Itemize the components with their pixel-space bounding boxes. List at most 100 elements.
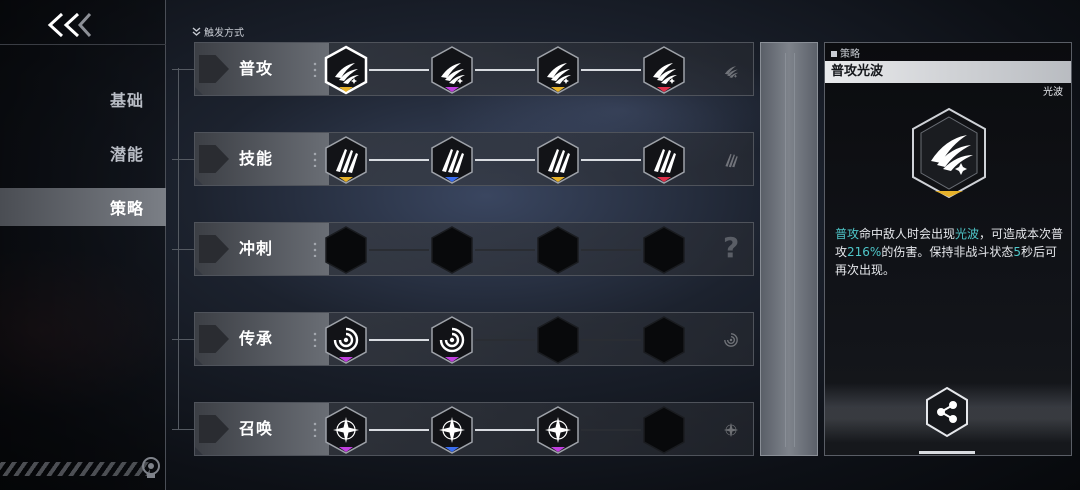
strategy-node[interactable] bbox=[427, 315, 477, 365]
hatch-decoration bbox=[0, 462, 150, 476]
node-connector bbox=[369, 159, 429, 161]
node-connector bbox=[369, 339, 429, 341]
strategy-node[interactable] bbox=[321, 315, 371, 365]
rarity-bar bbox=[339, 447, 353, 452]
light-wave-icon bbox=[717, 56, 745, 84]
section-title: 触发方式 bbox=[204, 28, 244, 39]
strategy-node[interactable] bbox=[533, 45, 583, 95]
panel-title-bar: 普攻光波 bbox=[825, 61, 1071, 83]
chevron-right-icon bbox=[199, 55, 229, 83]
strategy-node[interactable] bbox=[427, 135, 477, 185]
share-icon bbox=[937, 401, 957, 423]
share-button[interactable] bbox=[923, 386, 971, 438]
chevron-right-icon bbox=[199, 235, 229, 263]
double-chevron-down-icon bbox=[192, 27, 201, 36]
rarity-bar bbox=[445, 357, 459, 362]
node-connector bbox=[581, 429, 641, 431]
nav-item-potential[interactable]: 潜能 bbox=[109, 145, 144, 164]
light-wave-icon bbox=[441, 63, 465, 84]
strategy-node[interactable] bbox=[427, 45, 477, 95]
row-label: 普攻 bbox=[239, 59, 274, 78]
claw-slash-icon bbox=[654, 149, 676, 173]
strategy-node-empty[interactable] bbox=[533, 315, 583, 365]
highlight-text: 光波 bbox=[955, 227, 980, 241]
claw-slash-icon bbox=[336, 149, 358, 173]
tree-tick bbox=[172, 429, 194, 430]
highlight-text: 5 bbox=[1013, 245, 1021, 259]
light-wave-icon bbox=[547, 63, 571, 84]
row-label-block[interactable]: 普攻 bbox=[195, 43, 329, 95]
strategy-node[interactable] bbox=[639, 135, 689, 185]
chevron-right-icon bbox=[199, 145, 229, 173]
rarity-bar bbox=[445, 87, 459, 92]
highlight-text: 普攻 bbox=[835, 227, 860, 241]
row-dots bbox=[313, 61, 317, 77]
strategy-node-empty[interactable] bbox=[639, 315, 689, 365]
sparkle-icon bbox=[545, 417, 571, 443]
strategy-node-empty[interactable] bbox=[533, 225, 583, 275]
rarity-bar bbox=[551, 177, 565, 182]
strategy-node[interactable] bbox=[639, 45, 689, 95]
node-connector bbox=[581, 249, 641, 251]
rarity-bar bbox=[657, 87, 671, 92]
strategy-node-empty[interactable] bbox=[427, 225, 477, 275]
strategy-row: 传承 bbox=[194, 312, 754, 366]
rarity-bar bbox=[551, 87, 565, 92]
sparkle-icon bbox=[439, 417, 465, 443]
tree-tick bbox=[172, 159, 194, 160]
rarity-bar bbox=[339, 87, 353, 92]
row-label: 冲刺 bbox=[239, 239, 274, 258]
panel-subtitle: 光波 bbox=[1043, 87, 1063, 98]
rarity-bar bbox=[657, 177, 671, 182]
panel-foot-bar bbox=[919, 451, 975, 454]
row-label-block[interactable]: 技能 bbox=[195, 133, 329, 185]
node-connector bbox=[475, 429, 535, 431]
scroll-rail[interactable] bbox=[760, 42, 818, 456]
light-wave-icon bbox=[653, 63, 677, 84]
node-connector bbox=[581, 69, 641, 71]
description-text: 的伤害。保持非战斗状态 bbox=[881, 245, 1014, 259]
lightbulb-head-icon bbox=[142, 457, 160, 478]
strategy-node-empty[interactable] bbox=[321, 225, 371, 275]
strategy-node[interactable] bbox=[533, 135, 583, 185]
claw-slash-icon bbox=[442, 149, 464, 173]
left-nav: 基础 潜能 策略 bbox=[0, 0, 166, 490]
row-label-block[interactable]: 冲刺 bbox=[195, 223, 329, 275]
chevron-right-icon bbox=[199, 415, 229, 443]
strategy-row: 冲刺? bbox=[194, 222, 754, 276]
strategy-node[interactable] bbox=[321, 45, 371, 95]
strategy-row: 技能 bbox=[194, 132, 754, 186]
panel-description: 普攻命中敌人时会出现光波，可造成本次普攻216%的伤害。保持非战斗状态5秒后可再… bbox=[835, 225, 1065, 279]
strategy-node[interactable] bbox=[427, 405, 477, 455]
rarity-bar bbox=[445, 447, 459, 452]
node-connector bbox=[369, 249, 429, 251]
node-connector bbox=[475, 249, 535, 251]
nav-item-basic[interactable]: 基础 bbox=[109, 91, 144, 110]
strategy-large-icon bbox=[905, 105, 993, 201]
node-connector bbox=[369, 429, 429, 431]
tree-tick bbox=[172, 69, 194, 70]
tree-tick bbox=[172, 249, 194, 250]
light-wave-icon bbox=[931, 135, 973, 175]
sparkle-icon bbox=[333, 417, 359, 443]
rarity-bar bbox=[339, 177, 353, 182]
row-dots bbox=[313, 421, 317, 437]
row-label-block[interactable]: 传承 bbox=[195, 313, 329, 365]
chevron-right-icon bbox=[199, 325, 229, 353]
light-wave-icon bbox=[335, 63, 359, 84]
sparkle-icon bbox=[717, 416, 745, 444]
strategy-node[interactable] bbox=[533, 405, 583, 455]
row-label-block[interactable]: 召唤 bbox=[195, 403, 329, 455]
description-text: 秒后可再次出现。 bbox=[835, 245, 1057, 277]
rarity-bar bbox=[445, 177, 459, 182]
strategy-row: 普攻 bbox=[194, 42, 754, 96]
back-button[interactable] bbox=[44, 10, 94, 40]
rarity-bar bbox=[551, 447, 565, 452]
strategy-node-empty[interactable] bbox=[639, 405, 689, 455]
strategy-node-empty[interactable] bbox=[639, 225, 689, 275]
node-connector bbox=[369, 69, 429, 71]
double-chevron-left-icon bbox=[47, 12, 92, 38]
nav-item-strategy[interactable]: 策略 bbox=[0, 188, 166, 226]
strategy-node[interactable] bbox=[321, 405, 371, 455]
strategy-node[interactable] bbox=[321, 135, 371, 185]
